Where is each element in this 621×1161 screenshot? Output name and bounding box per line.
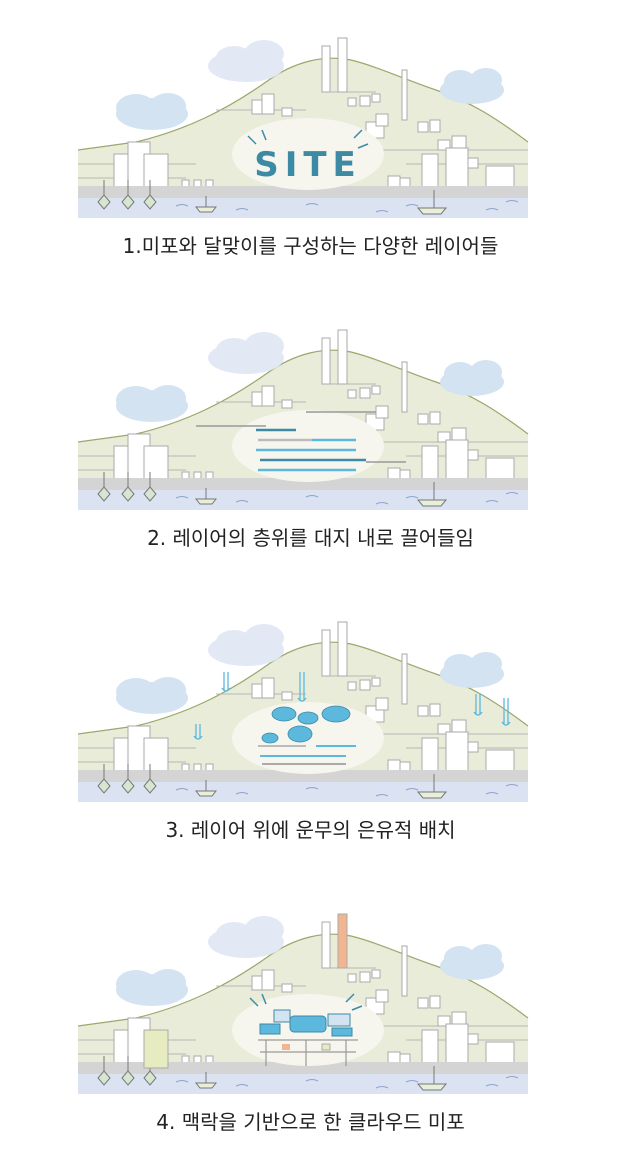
caption-3: 3. 레이어 위에 운무의 은유적 배치 xyxy=(165,818,456,842)
cloud-mipo-building xyxy=(258,1009,358,1066)
highlighted-building xyxy=(143,1029,169,1069)
descending-arrows xyxy=(193,672,511,740)
site-glow xyxy=(232,410,384,482)
caption-1: 1.미포와 달맞이를 구성하는 다양한 레이어들 xyxy=(122,234,499,258)
caption-4: 4. 맥락을 기반으로 한 클라우드 미포 xyxy=(156,1110,465,1134)
site-glow xyxy=(232,118,384,190)
layers-illustration-3 xyxy=(77,621,529,803)
mist-clouds xyxy=(261,705,351,744)
caption-2: 2. 레이어의 층위를 대지 내로 끌어들임 xyxy=(147,526,474,550)
spark-marks xyxy=(249,993,363,1011)
layer-lines xyxy=(196,411,406,472)
layers-illustration-4 xyxy=(77,913,529,1095)
site-label: SITE xyxy=(254,145,362,185)
highlighted-tower xyxy=(337,913,348,969)
spark-marks xyxy=(247,129,369,149)
layers-illustration-2 xyxy=(77,329,529,511)
layer-lines xyxy=(258,745,356,765)
layers-illustration-1: SITE xyxy=(77,37,529,219)
